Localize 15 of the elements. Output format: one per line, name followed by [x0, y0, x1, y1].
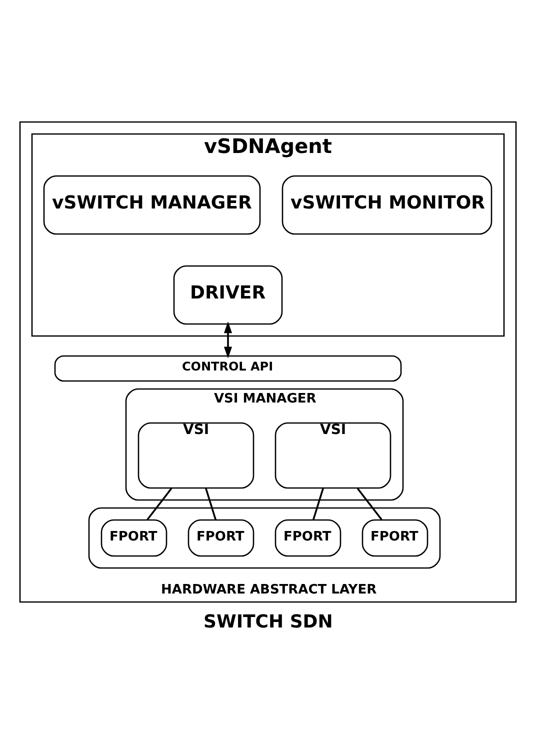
cluster [88, 506, 441, 568]
connector [205, 488, 216, 520]
node-box: FPORT [362, 518, 428, 556]
node-box: vSWITCH MANAGER [43, 174, 261, 234]
caption: SWITCH SDN [204, 610, 333, 632]
node-box: vSWITCH MONITOR [282, 174, 492, 234]
node-box: VSI [138, 422, 254, 488]
node-box: FPORT [188, 518, 254, 556]
node-box: VSI [274, 422, 392, 488]
node-box: FPORT [274, 518, 342, 556]
connector [312, 488, 324, 520]
node-box: DRIVER [173, 264, 283, 324]
node-box: FPORT [100, 518, 168, 556]
node-box: CONTROL API [54, 354, 402, 382]
arrow [224, 321, 232, 358]
